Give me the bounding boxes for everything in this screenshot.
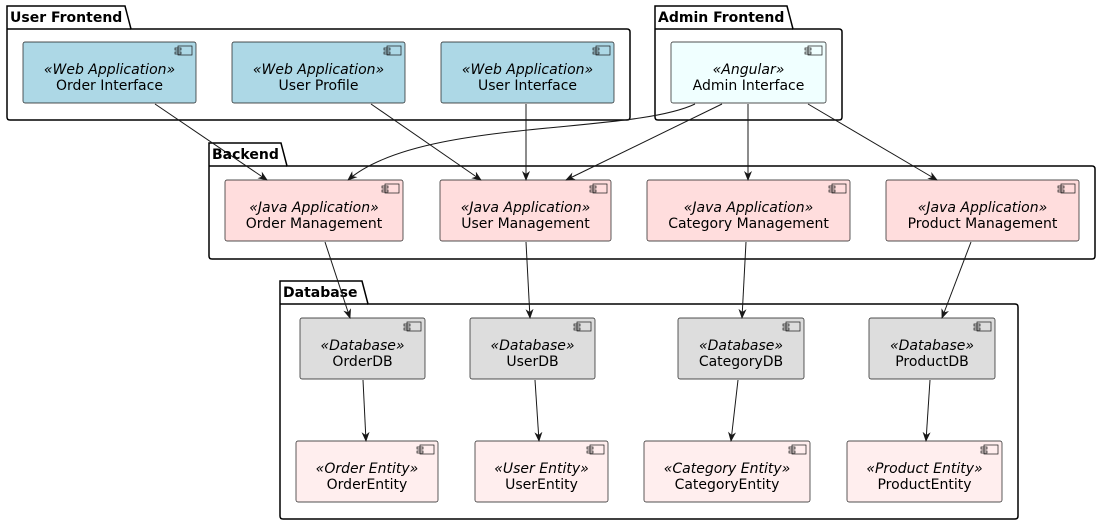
component-user-management[interactable]: «Java Application»User Management bbox=[439, 179, 612, 242]
component-icon bbox=[592, 45, 611, 56]
arrow-admin-interface-to-product-management bbox=[807, 103, 938, 181]
component-stereotype: «Java Application» bbox=[684, 200, 814, 216]
component-name: User Interface bbox=[478, 78, 577, 94]
component-stereotype: «Web Application» bbox=[44, 62, 175, 78]
arrow-user-db-to-user-entity bbox=[534, 379, 543, 442]
component-stereotype: «Web Application» bbox=[462, 62, 593, 78]
component-stereotype: «Database» bbox=[699, 338, 783, 354]
component-icon bbox=[573, 321, 592, 332]
component-stereotype: «User Entity» bbox=[494, 461, 589, 477]
component-name: CategoryDB bbox=[699, 354, 783, 370]
component-box bbox=[231, 41, 406, 104]
package-title: Backend bbox=[212, 147, 279, 163]
component-box bbox=[868, 317, 996, 380]
package-title: Admin Frontend bbox=[658, 10, 784, 26]
component-product-management[interactable]: «Java Application»Product Management bbox=[885, 179, 1080, 242]
component-name: ProductEntity bbox=[877, 477, 971, 493]
component-icon bbox=[788, 444, 807, 455]
component-icon bbox=[1057, 183, 1076, 194]
component-box bbox=[22, 41, 197, 104]
arrow-admin-interface-to-user-management bbox=[565, 103, 723, 181]
component-name: UserEntity bbox=[505, 477, 578, 493]
component-category-entity[interactable]: «Category Entity»CategoryEntity bbox=[643, 440, 811, 503]
package-database: Database bbox=[279, 280, 1019, 520]
component-user-interface[interactable]: «Web Application»User Interface bbox=[440, 41, 615, 104]
component-icon bbox=[804, 45, 823, 56]
component-product-db[interactable]: «Database»ProductDB bbox=[868, 317, 996, 380]
package-title: Database bbox=[283, 285, 358, 301]
component-name: OrderDB bbox=[332, 354, 392, 370]
component-name: OrderEntity bbox=[327, 477, 408, 493]
component-box bbox=[224, 179, 404, 242]
component-user-entity[interactable]: «User Entity»UserEntity bbox=[474, 440, 609, 503]
component-name: Category Management bbox=[668, 216, 829, 232]
component-stereotype: «Order Entity» bbox=[316, 461, 419, 477]
component-name: Product Management bbox=[908, 216, 1058, 232]
package-frame bbox=[279, 280, 1019, 520]
component-category-management[interactable]: «Java Application»Category Management bbox=[646, 179, 851, 242]
component-box bbox=[885, 179, 1080, 242]
component-stereotype: «Category Entity» bbox=[664, 461, 791, 477]
component-icon bbox=[782, 321, 801, 332]
component-icon bbox=[416, 444, 435, 455]
arrow-product-management-to-product-db bbox=[941, 241, 972, 319]
arrow-admin-interface-to-order-management bbox=[347, 103, 696, 181]
component-user-db[interactable]: «Database»UserDB bbox=[469, 317, 596, 380]
component-stereotype: «Web Application» bbox=[253, 62, 384, 78]
component-name: ProductDB bbox=[895, 354, 969, 370]
component-icon bbox=[980, 444, 999, 455]
arrow-order-db-to-order-entity bbox=[361, 379, 370, 442]
arrow-order-interface-to-order-management bbox=[154, 103, 268, 181]
arrow-user-management-to-user-db bbox=[525, 241, 534, 319]
component-icon bbox=[973, 321, 992, 332]
component-stereotype: «Database» bbox=[490, 338, 574, 354]
component-icon bbox=[174, 45, 193, 56]
component-user-profile[interactable]: «Web Application»User Profile bbox=[231, 41, 406, 104]
component-box bbox=[299, 317, 426, 380]
component-stereotype: «Java Application» bbox=[249, 200, 379, 216]
component-box bbox=[643, 440, 811, 503]
component-stereotype: «Product Entity» bbox=[866, 461, 982, 477]
component-admin-interface[interactable]: «Angular»Admin Interface bbox=[670, 41, 827, 104]
arrow-user-profile-to-user-management bbox=[370, 103, 482, 181]
component-name: Order Interface bbox=[56, 78, 163, 94]
arrow-category-management-to-category-db bbox=[738, 241, 747, 319]
component-order-entity[interactable]: «Order Entity»OrderEntity bbox=[295, 440, 439, 503]
component-icon bbox=[586, 444, 605, 455]
component-box bbox=[670, 41, 827, 104]
package-title: User Frontend bbox=[10, 10, 122, 26]
component-name: CategoryEntity bbox=[675, 477, 780, 493]
component-name: Admin Interface bbox=[693, 78, 805, 94]
component-icon bbox=[403, 321, 422, 332]
component-icon bbox=[828, 183, 847, 194]
component-order-db[interactable]: «Database»OrderDB bbox=[299, 317, 426, 380]
component-name: Order Management bbox=[246, 216, 383, 232]
arrow-category-db-to-category-entity bbox=[728, 379, 739, 442]
component-product-entity[interactable]: «Product Entity»ProductEntity bbox=[846, 440, 1003, 503]
component-icon bbox=[383, 45, 402, 56]
component-order-management[interactable]: «Java Application»Order Management bbox=[224, 179, 404, 242]
component-name: UserDB bbox=[506, 354, 558, 370]
component-stereotype: «Angular» bbox=[713, 62, 785, 78]
arrow-order-management-to-order-db bbox=[324, 241, 351, 319]
component-stereotype: «Java Application» bbox=[918, 200, 1048, 216]
arrow-product-db-to-product-entity bbox=[922, 379, 931, 442]
component-icon bbox=[381, 183, 400, 194]
component-name: User Profile bbox=[279, 78, 359, 94]
component-box bbox=[440, 41, 615, 104]
component-stereotype: «Java Application» bbox=[461, 200, 591, 216]
component-stereotype: «Database» bbox=[320, 338, 404, 354]
component-category-db[interactable]: «Database»CategoryDB bbox=[677, 317, 805, 380]
component-name: User Management bbox=[461, 216, 590, 232]
component-order-interface[interactable]: «Web Application»Order Interface bbox=[22, 41, 197, 104]
component-stereotype: «Database» bbox=[890, 338, 974, 354]
component-icon bbox=[589, 183, 608, 194]
